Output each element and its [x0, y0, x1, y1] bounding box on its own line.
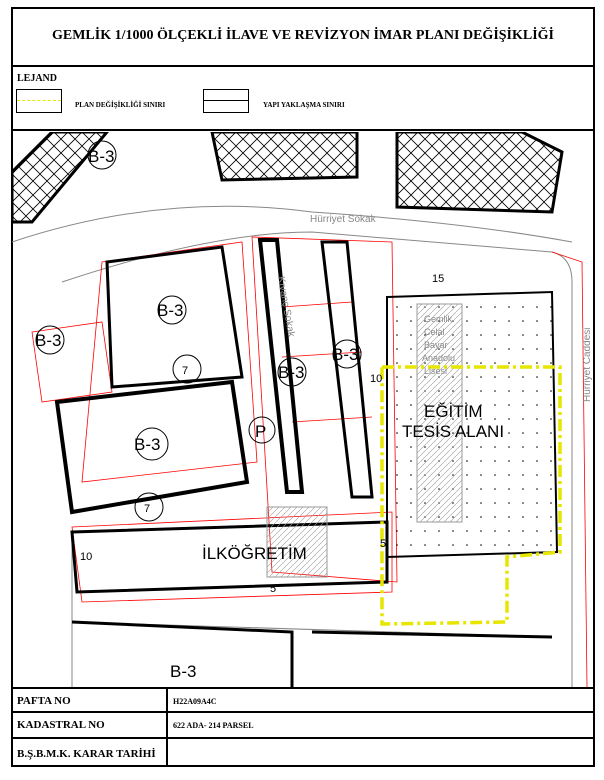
plan-boundary-swatch — [16, 89, 62, 113]
parking-label: P — [255, 422, 266, 441]
school-name-line: Anadolu — [422, 353, 455, 363]
street-label-kivanc-sokak: Kıvanç Sokak — [275, 276, 297, 339]
block-label: B-3 — [332, 345, 358, 364]
setback-number: 10 — [80, 551, 92, 563]
block-label: B-3 — [278, 363, 304, 382]
setback-number: 7 — [182, 365, 188, 377]
education-area-fill — [388, 297, 556, 552]
building-setback-lines — [54, 238, 559, 687]
zone-label-facility-area: TESİS ALANI — [402, 422, 504, 441]
block-label: B-3 — [35, 331, 61, 350]
setback-number: 5 — [270, 583, 276, 595]
street-label-hurriyet-caddesi: Hürriyet Caddesi — [582, 328, 593, 402]
table-divider — [166, 687, 168, 767]
school-name-line: Bayar — [424, 340, 448, 350]
info-label: KADASTRAL NO — [17, 719, 105, 731]
school-name-line: Celal — [424, 327, 445, 337]
school-name-line: Gemlik — [424, 314, 453, 324]
info-row-decision-date: B.Ş.B.M.K. KARAR TARİHİ — [11, 739, 595, 767]
school-building — [416, 303, 463, 523]
zoning-map: B-3 B-3 B-3 B-3 B-3 B-3 B-3 P 15 10 10 7… — [12, 132, 594, 687]
block-label: B-3 — [134, 435, 160, 454]
school-name-line: Lisesi — [424, 366, 447, 376]
primary-school-building — [266, 506, 328, 578]
block-label: B-3 — [157, 301, 183, 320]
block-label: B-3 — [88, 147, 114, 166]
setback-number: 10 — [370, 373, 382, 385]
info-label: B.Ş.B.M.K. KARAR TARİHİ — [17, 748, 156, 760]
info-table: PAFTA NO H22A09A4C KADASTRAL NO 622 ADA-… — [11, 687, 595, 767]
info-value: 622 ADA- 214 PARSEL — [173, 721, 254, 730]
building-blocks-north — [12, 132, 564, 224]
zone-label-primary-school: İLKÖĞRETİM — [202, 544, 307, 563]
block-label: B-3 — [170, 662, 196, 681]
setback-number: 7 — [144, 503, 150, 515]
street-label-hurriyet-sokak: Hürriyet Sokak — [310, 214, 377, 225]
legend-label-plan-boundary: PLAN DEĞİŞİKLİĞİ SINIRI — [75, 101, 166, 109]
sheet-frame — [11, 7, 595, 767]
info-value: H22A09A4C — [173, 697, 217, 706]
sheet-title: GEMLİK 1/1000 ÖLÇEKLİ İLAVE VE REVİZYON … — [11, 7, 595, 67]
setback-number: 5 — [380, 538, 386, 550]
info-row-cadastral-no: KADASTRAL NO 622 ADA- 214 PARSEL — [11, 713, 595, 739]
block-circles — [35, 140, 362, 522]
plan-change-boundary — [380, 365, 562, 626]
legend-label-building-setback: YAPI YAKLAŞMA SINIRI — [263, 101, 345, 109]
legend: LEJAND PLAN DEĞİŞİKLİĞİ SINIRI YAPI YAKL… — [11, 67, 595, 131]
zone-label-education: EĞİTİM — [424, 402, 483, 421]
info-label: PAFTA NO — [17, 695, 71, 707]
setback-number: 15 — [432, 273, 444, 285]
legend-title: LEJAND — [17, 73, 58, 84]
info-row-sheet-no: PAFTA NO H22A09A4C — [11, 687, 595, 713]
building-setback-swatch — [203, 89, 249, 113]
